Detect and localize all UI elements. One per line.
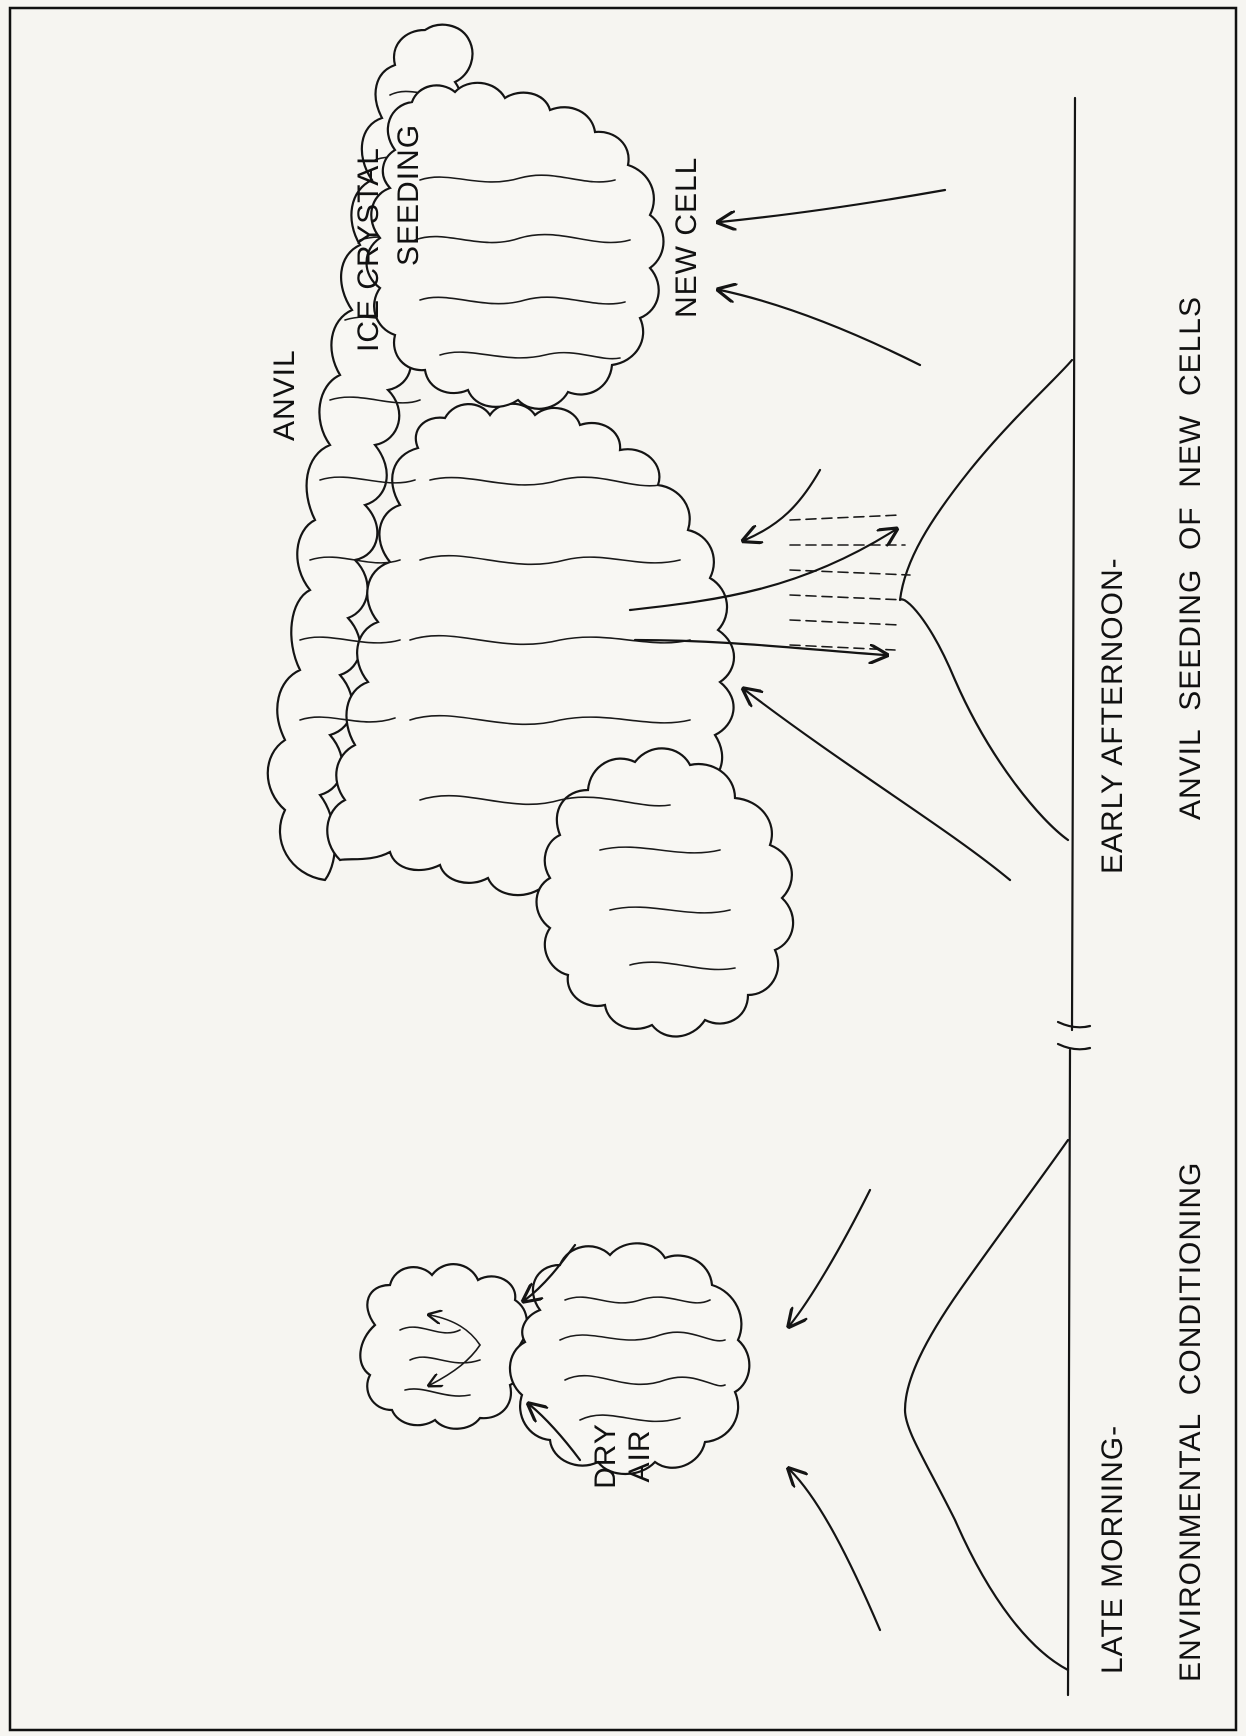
arrow-new-cell-lower <box>720 290 920 365</box>
break-mark-2 <box>1058 1044 1090 1049</box>
label-anvil: ANVIL <box>268 349 301 441</box>
dry-air-line-1: DRY <box>589 1423 622 1489</box>
label-early-afternoon: EARLY AFTERNOON- <box>1096 557 1129 874</box>
label-environmental-conditioning: ENVIRONMENTAL CONDITIONING <box>1174 1162 1207 1682</box>
arrow-updraft-right <box>790 1190 870 1325</box>
break-mark-1 <box>1058 1022 1090 1027</box>
dry-air-line-2: AIR <box>623 1429 656 1482</box>
label-anvil-seeding: ANVIL SEEDING OF NEW CELLS <box>1174 296 1207 820</box>
ground-line-upper <box>1072 98 1075 1030</box>
precipitation-shafts <box>790 515 910 650</box>
arrow-new-cell-upper <box>720 190 945 222</box>
arrow-inflow-lower <box>745 690 1010 880</box>
small-cloud-upper <box>360 1264 527 1429</box>
label-dry-air: DRY AIR <box>589 1423 656 1489</box>
arrow-updraft-left <box>790 1470 880 1630</box>
label-late-morning: LATE MORNING- <box>1096 1425 1129 1674</box>
label-new-cell: NEW CELL <box>670 157 703 318</box>
label-seeding: SEEDING <box>392 124 425 266</box>
arrow-inflow-upper <box>745 470 820 540</box>
label-ice-crystal: ICE CRYSTAL <box>352 147 385 352</box>
mountain-early-afternoon <box>900 360 1072 840</box>
mountain-late-morning <box>905 1140 1068 1670</box>
cumulonimbus-base <box>537 748 794 1036</box>
ground-line-lower <box>1068 1050 1070 1695</box>
